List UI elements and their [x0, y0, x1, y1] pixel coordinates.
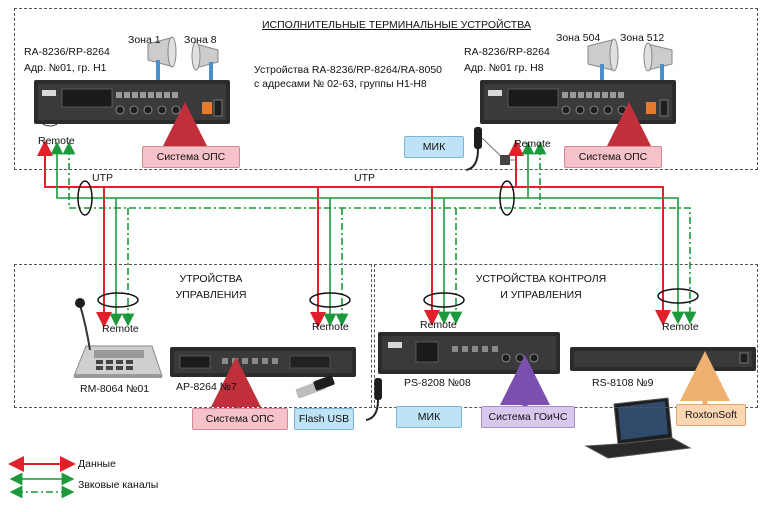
left-remote-label: Remote	[38, 135, 75, 147]
flash-usb-badge: Flash USB	[294, 408, 354, 430]
remote-label-ap: Remote	[312, 321, 349, 333]
left-unit-model: RA-8236/RP-8264	[24, 46, 110, 58]
ps-8208-label: PS-8208 №08	[404, 377, 471, 389]
utp-label-left: UTP	[92, 172, 113, 184]
right-mic-badge: МИК	[404, 136, 464, 158]
goichs-badge: Система ГОиЧС	[481, 406, 575, 428]
utp-label-center: UTP	[354, 172, 375, 184]
terminal-devices-title: ИСПОЛНИТЕЛЬНЫЕ ТЕРМИНАЛЬНЫЕ УСТРОЙСТВА	[262, 19, 531, 31]
left-speaker-zone8	[191, 41, 219, 80]
devices-note-line1: Устройства RA-8236/RP-8264/RA-8050	[254, 64, 443, 76]
devices-note-line2: с адресами № 02-63, группы H1-H8	[254, 78, 427, 90]
audio-bus-2	[62, 141, 697, 325]
right-unit-address: Адр. №01 гр. H8	[464, 62, 544, 74]
utp-bundle-left	[77, 180, 93, 216]
left-zone-a-label: Зона 1	[128, 34, 161, 46]
rm-8064-label: RM-8064 №01	[80, 383, 150, 395]
control-title-line2: УПРАВЛЕНИЯ	[175, 289, 247, 301]
remote-label-rm: Remote	[102, 323, 139, 335]
rm-8064-console	[73, 298, 163, 378]
right-remote-label: Remote	[514, 138, 551, 150]
right-speaker-zone512	[643, 42, 673, 80]
control-title-line1: УТРОЙСТВА	[179, 273, 243, 285]
left-ops-badge: Система ОПС	[142, 146, 240, 168]
bottom-mic-badge: МИК	[396, 406, 462, 428]
bottom-ops-badge: Система ОПС	[192, 408, 288, 430]
legend-audio-label: Звковые каналы	[78, 479, 159, 491]
control-devices-frame	[14, 264, 372, 408]
right-unit-model: RA-8236/RP-8264	[464, 46, 550, 58]
left-speaker-zone1	[147, 36, 177, 80]
left-zone-b-label: Зона 8	[184, 34, 217, 46]
monitoring-title-line2: И УПРАВЛЕНИЯ	[500, 289, 582, 301]
terminal-devices-frame	[14, 8, 758, 170]
remote-label-rs: Remote	[662, 321, 699, 333]
right-speaker-zone504	[587, 38, 619, 80]
left-unit-address: Адр. №01, гр. H1	[24, 62, 107, 74]
right-zone-a-label: Зона 504	[556, 32, 601, 44]
ap-8264-label: AP-8264 №7	[176, 381, 237, 393]
remote-label-ps: Remote	[420, 319, 457, 331]
bottom-microphone	[365, 378, 382, 421]
monitoring-title-line1: УСТРОЙСТВА КОНТРОЛЯ	[475, 273, 607, 285]
right-ops-badge: Система ОПС	[564, 146, 662, 168]
roxtonsoft-badge: RoxtonSoft	[676, 404, 746, 426]
rs-8108-label: RS-8108 №9	[592, 377, 654, 389]
utp-bundle-right	[499, 180, 515, 216]
laptop	[584, 397, 692, 459]
legend-data-label: Данные	[78, 458, 116, 470]
right-zone-b-label: Зона 512	[620, 32, 665, 44]
flash-usb-drive	[295, 375, 335, 399]
